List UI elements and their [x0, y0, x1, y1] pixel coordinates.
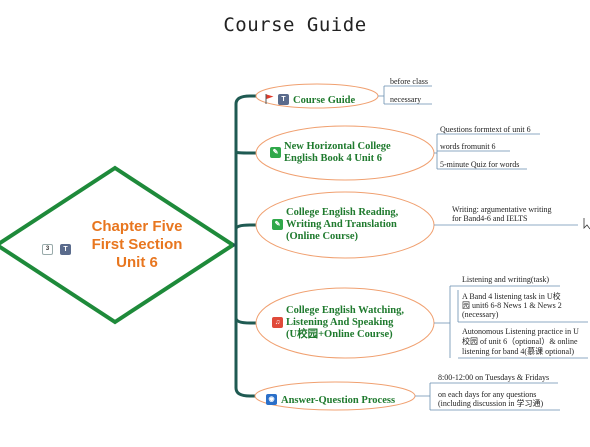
leaf-words: words fromunit 6 — [440, 142, 496, 151]
page-title: Course Guide — [223, 14, 367, 36]
branch-course-guide[interactable]: T Course Guide — [265, 90, 355, 108]
leaf-autonomous-1: Autonomous Listening practice in U — [462, 327, 579, 336]
leaf-autonomous-3: listening for band 4(慕课 optional) — [462, 347, 574, 356]
center-line-3: Unit 6 — [116, 254, 158, 271]
branch-label-line-2: Listening And Speaking — [286, 317, 394, 328]
leaf-band4-1: A Band 4 listening task in U校 — [462, 292, 561, 301]
leaf-necessary: necessary — [390, 95, 422, 104]
leaf-quiz: 5-minute Quiz for words — [440, 160, 520, 169]
branch-watching[interactable]: ♫ College English Watching, Listening An… — [272, 305, 404, 341]
branch-label-line-2: Writing And Translation — [286, 219, 397, 230]
music-icon: ♫ — [272, 317, 283, 328]
center-diamond — [0, 165, 237, 325]
center-line-1: Chapter Five — [91, 218, 183, 235]
branch-label-line-1: College English Watching, — [286, 305, 404, 316]
center-line-2: First Section — [91, 236, 183, 253]
leaf-band4-2: 园 unit6 6-8 News 1 & News 2 — [462, 301, 562, 310]
branch-label-line-1: New Horizontal College — [284, 141, 391, 152]
leaf-schedule: 8:00-12:00 on Tuesdays & Fridays — [438, 373, 550, 382]
branch-label: Course Guide — [293, 95, 356, 106]
branch-label-line-3: (U校园+Online Course) — [286, 329, 393, 340]
branch-label-line-2: English Book 4 Unit 6 — [284, 153, 383, 164]
leaf-listening-task: Listening and writing(task) — [462, 275, 550, 284]
branch-label-line-3: (Online Course) — [286, 231, 359, 242]
text-task-icon: T — [60, 243, 71, 255]
leaf-writing-1: Writing: argumentative writing — [452, 205, 552, 214]
text-task-icon: T — [278, 93, 289, 105]
calendar-icon: 3 — [42, 243, 53, 255]
users-icon: ◉ — [266, 393, 277, 405]
leaf-connectors — [378, 85, 588, 411]
leaf-autonomous-2: 校园 of unit 6（optional）& online — [462, 337, 578, 346]
branch-label-line-1: College English Reading, — [286, 207, 399, 218]
branch-reading[interactable]: ✎ College English Reading, Writing And T… — [272, 207, 398, 243]
leaf-writing-2: for Band4-6 and IELTS — [452, 214, 528, 223]
branch-label: Answer-Question Process — [281, 395, 396, 406]
pencil-icon: ✎ — [270, 147, 281, 158]
branch-answer[interactable]: ◉ Answer-Question Process — [266, 390, 395, 408]
pencil-icon: ✎ — [272, 219, 283, 230]
branch-nhce[interactable]: ✎ New Horizontal College English Book 4 … — [270, 141, 391, 165]
cursor-icon — [583, 218, 590, 230]
leaf-any-questions: on each days for any questions — [438, 390, 537, 399]
leaf-band4-3: (necessary) — [462, 310, 499, 319]
trunk-connector — [233, 94, 256, 398]
flag-icon — [265, 94, 274, 105]
leaf-discussion: (including discussion in 学习通) — [438, 399, 544, 408]
center-topic[interactable]: Chapter Five First Section Unit 6 — [62, 218, 212, 272]
leaf-questions: Questions formtext of unit 6 — [440, 125, 531, 134]
leaf-before-class: before class — [390, 77, 428, 86]
center-icons: 3 T — [42, 240, 71, 258]
